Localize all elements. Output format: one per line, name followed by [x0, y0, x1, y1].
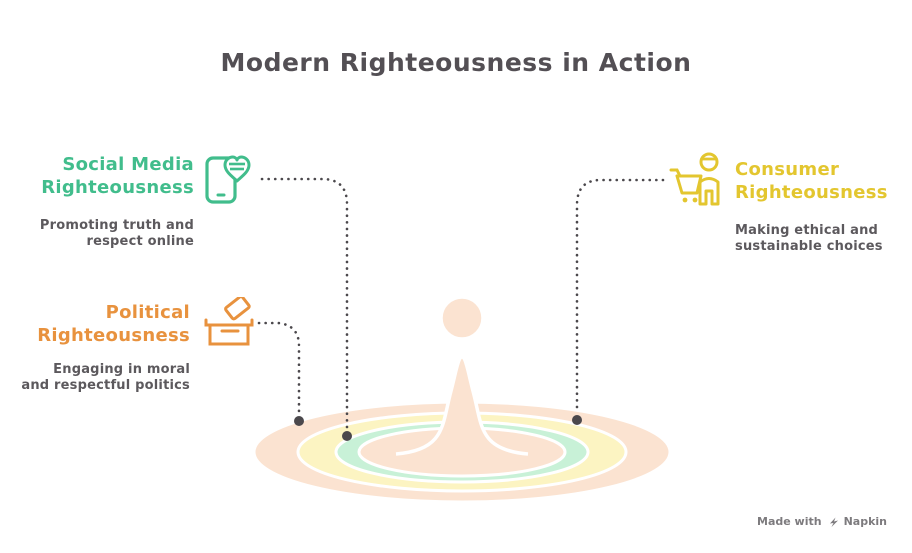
item-heading: Political Righteousness: [14, 301, 190, 347]
heading-line-1: Social Media: [62, 154, 194, 175]
desc-line-2: sustainable choices: [735, 239, 883, 254]
desc-line-2: respect online: [86, 234, 194, 249]
item-heading: Social Media Righteousness: [18, 153, 194, 199]
napkin-logo-icon: [829, 517, 838, 527]
page-title: Modern Righteousness in Action: [220, 48, 692, 77]
item-political: Political Righteousness Engaging in mora…: [14, 301, 190, 394]
droplet-ball: [439, 295, 485, 341]
connector-endpoint-political: [294, 416, 304, 426]
desc-line-1: Making ethical and: [735, 223, 879, 238]
heading-line-1: Consumer: [735, 159, 840, 180]
desc-line-1: Engaging in moral: [53, 362, 190, 377]
credit-prefix: Made with: [757, 515, 822, 528]
splash-column: [395, 355, 529, 456]
item-heading: Consumer Righteousness: [735, 158, 910, 204]
heading-line-2: Righteousness: [41, 177, 194, 198]
desc-line-1: Promoting truth and: [39, 218, 194, 233]
connector-endpoint-social-media: [342, 431, 352, 441]
credit-brand: Napkin: [843, 515, 887, 528]
item-description: Engaging in moral and respectful politic…: [14, 362, 190, 394]
ballot-box-icon: [204, 297, 254, 346]
item-social-media: Social Media Righteousness Promoting tru…: [18, 153, 194, 250]
heading-line-1: Political: [105, 302, 190, 323]
item-description: Making ethical and sustainable choices: [735, 223, 910, 255]
connector-endpoint-consumer: [572, 415, 582, 425]
connector-social-media: [260, 177, 349, 430]
smartphone-heart-icon: [205, 155, 251, 204]
connector-consumer: [575, 178, 665, 413]
desc-line-2: and respectful politics: [21, 378, 190, 393]
napkin-credit-link[interactable]: Made with Napkin: [757, 515, 887, 528]
shopping-cart-person-icon: [669, 152, 720, 206]
heading-line-2: Righteousness: [37, 325, 190, 346]
heading-line-2: Righteousness: [735, 182, 888, 203]
item-description: Promoting truth and respect online: [18, 218, 194, 250]
connector-political: [257, 321, 301, 414]
item-consumer: Consumer Righteousness Making ethical an…: [735, 158, 910, 255]
